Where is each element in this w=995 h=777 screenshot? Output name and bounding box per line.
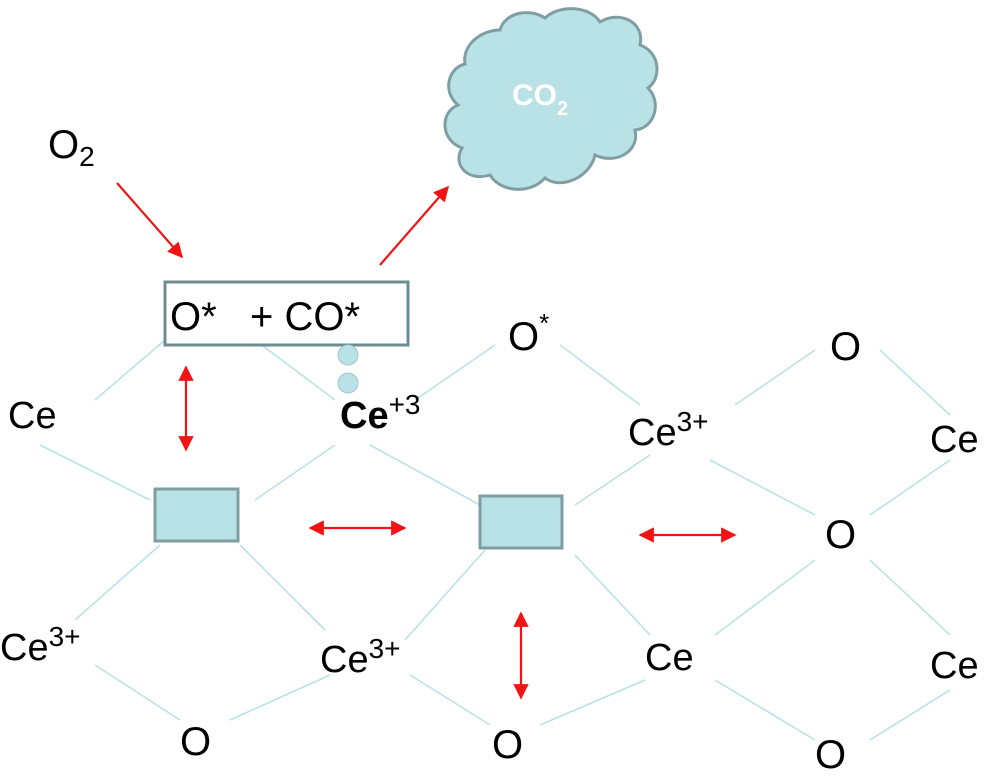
adsorbate-bubble <box>337 372 359 394</box>
lattice-line <box>74 544 161 621</box>
lattice-line <box>869 689 951 741</box>
o-label-bottom-mid: O <box>492 723 523 767</box>
ce3-label-mid: Ce3+ <box>628 406 709 454</box>
reaction-arrows <box>116 182 737 700</box>
cloud-shape <box>443 7 659 191</box>
ce-plus3-label: Ce+3 <box>340 389 421 437</box>
lattice-line <box>539 679 646 726</box>
o-label-bottom-left: O <box>180 720 211 764</box>
co2-cloud: CO2 <box>443 7 659 191</box>
oxygen-vacancy-left <box>153 487 240 543</box>
lattice-line <box>409 674 491 726</box>
lattice-line <box>879 349 951 416</box>
lattice-line <box>229 674 331 721</box>
o-label-bottom-right: O <box>815 733 846 777</box>
lattice-line <box>559 344 641 406</box>
lattice-line <box>869 559 951 636</box>
adsorbate-bubble <box>337 344 359 366</box>
o2-in-arrow <box>116 182 184 259</box>
adsorbed-species-box: O* + CO* <box>163 280 410 347</box>
adsorbed-box-frame <box>163 280 410 347</box>
oxygen-vacancy-center <box>478 494 564 550</box>
o-label-right-mid: O <box>825 513 856 557</box>
lattice-line <box>714 679 816 741</box>
lattice-line <box>734 349 816 406</box>
lattice-line <box>94 339 166 401</box>
co2-label: CO2 <box>512 79 568 120</box>
lattice-line <box>869 459 951 516</box>
ce-label-right-lower: Ce <box>930 645 979 687</box>
ce-label-bottom-center: Ce <box>645 637 694 679</box>
ce3-label-bottom-left: Ce3+ <box>0 621 81 669</box>
lattice-line <box>39 444 151 501</box>
ce-label-top-left: Ce <box>8 395 57 437</box>
adsorbed-box-text: O* + CO* <box>170 295 360 339</box>
lattice-line <box>709 459 816 516</box>
o-label-top-right: O <box>830 325 861 369</box>
lattice-line <box>369 444 481 506</box>
ce-label-right-upper: Ce <box>930 419 979 461</box>
lattice-line <box>714 559 816 636</box>
ce3-label-bottom-mid: Ce3+ <box>320 633 401 681</box>
lattice-line <box>574 454 651 506</box>
o2-label: O2 <box>48 123 95 172</box>
lattice-line <box>239 544 326 631</box>
lattice-line <box>414 344 496 401</box>
o-star-label: O* <box>508 308 549 359</box>
lattice-line <box>254 444 336 501</box>
lattice-line <box>254 339 336 401</box>
lattice-line <box>404 549 486 641</box>
co2-out-arrow <box>379 185 450 266</box>
lattice-line <box>94 664 181 721</box>
lattice-line <box>574 554 651 636</box>
lattice-lines <box>39 339 951 741</box>
